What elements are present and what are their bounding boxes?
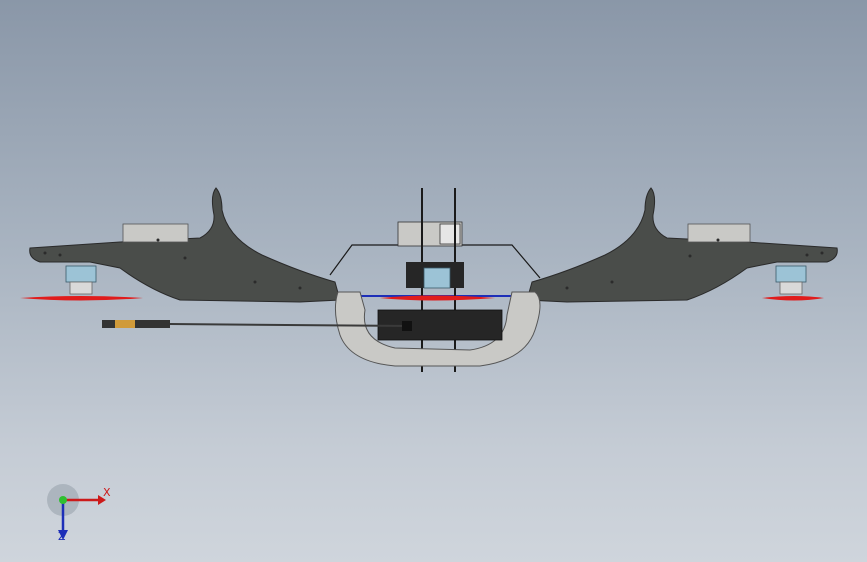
gimbal-head [397, 221, 463, 247]
right-motor [775, 265, 807, 295]
orientation-triad [47, 484, 106, 540]
right-arm-mount [687, 223, 751, 243]
landing-gear [334, 291, 541, 367]
x-axis-label: X [103, 486, 111, 499]
center-motor [406, 262, 464, 289]
right-arm-plate [526, 187, 838, 303]
left-propeller [20, 296, 143, 301]
arm-holes [43, 238, 824, 290]
y-axis-dot [59, 496, 67, 504]
left-arm-plate [29, 187, 341, 303]
center-propeller [380, 295, 495, 301]
left-arm-mount [122, 223, 189, 243]
side-probe [102, 320, 412, 331]
battery [377, 309, 503, 341]
left-motor [65, 265, 97, 295]
z-axis-label: Z [58, 530, 66, 543]
right-propeller [762, 296, 824, 301]
